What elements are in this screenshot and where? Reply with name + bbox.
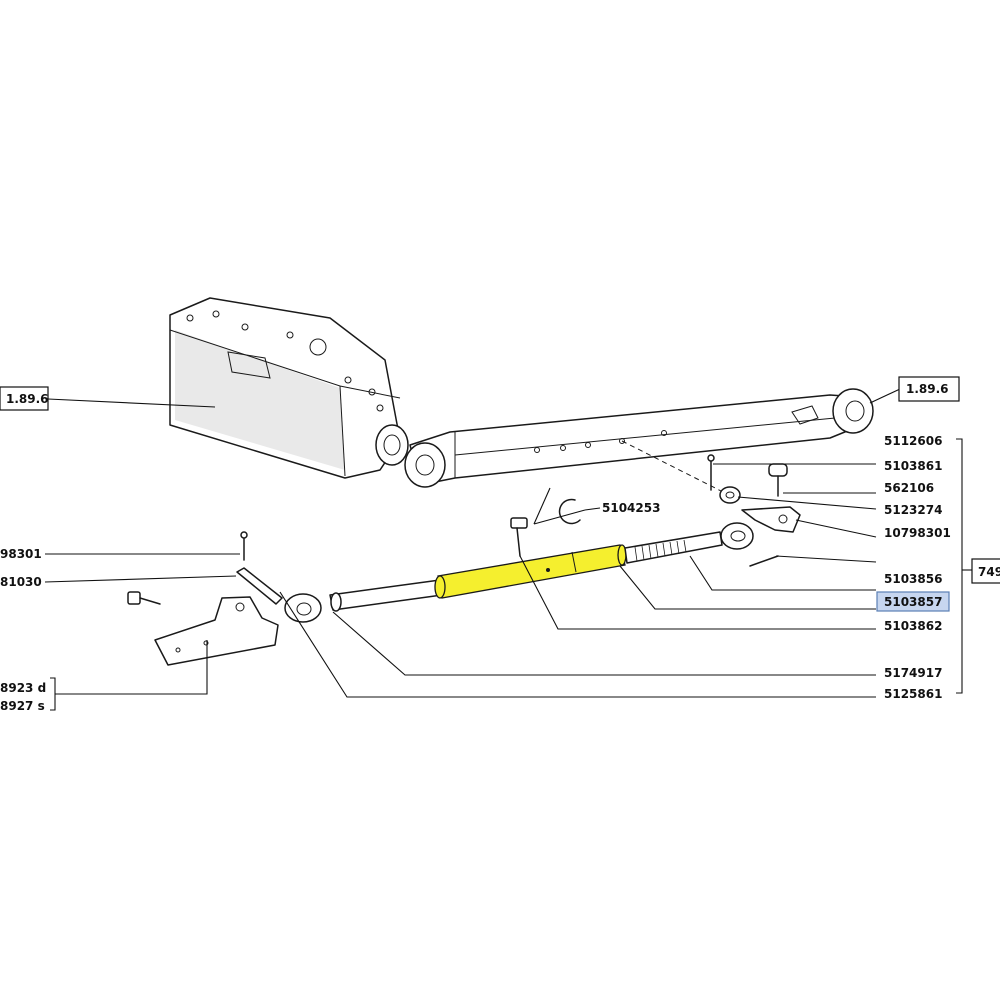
part-label-5103862[interactable]: 5103862 (884, 619, 942, 633)
part-label-5103861[interactable]: 5103861 (884, 459, 942, 473)
highlighted-part-box[interactable]: 5103857 (876, 591, 950, 612)
group-right-label[interactable]: 749 (978, 565, 1000, 579)
ref-right-label: 1.89.6 (906, 382, 949, 396)
top-link-drawing (284, 498, 754, 623)
part-label-98301[interactable]: 98301 (0, 547, 42, 561)
ref-box-left: 1.89.6 (0, 386, 49, 411)
clip-5123274-drawing (741, 506, 801, 533)
part-label-5125861[interactable]: 5125861 (884, 687, 942, 701)
part-label-5104253[interactable]: 5104253 (602, 501, 660, 515)
part-label-8927s[interactable]: 8927 s (0, 699, 45, 713)
lift-arm-drawing (404, 388, 874, 495)
highlighted-sleeve (437, 544, 626, 599)
part-label-81030[interactable]: 81030 (0, 575, 42, 589)
part-label-5123274[interactable]: 5123274 (884, 503, 942, 517)
leader-lines (44, 388, 972, 711)
part-label-5112606[interactable]: 5112606 (884, 434, 942, 448)
pin-5103861-drawing (768, 463, 788, 497)
washer-562106-drawing (719, 486, 741, 504)
lift-frame-drawing (169, 297, 409, 479)
screw-10798301-drawing (749, 555, 779, 567)
part-label-5174917[interactable]: 5174917 (884, 666, 942, 680)
part-label-5103857[interactable]: 5103857 (884, 595, 942, 609)
part-label-5103856[interactable]: 5103856 (884, 572, 942, 586)
ref-box-right: 1.89.6 (898, 376, 960, 402)
ref-left-label: 1.89.6 (6, 392, 49, 406)
part-label-10798301[interactable]: 10798301 (884, 526, 951, 540)
left-bracket-drawing (127, 531, 283, 666)
group-box-right: 749 (971, 558, 1000, 584)
part-label-562106[interactable]: 562106 (884, 481, 934, 495)
pin-5112606-drawing (707, 454, 715, 491)
part-label-8923d[interactable]: 8923 d (0, 681, 46, 695)
